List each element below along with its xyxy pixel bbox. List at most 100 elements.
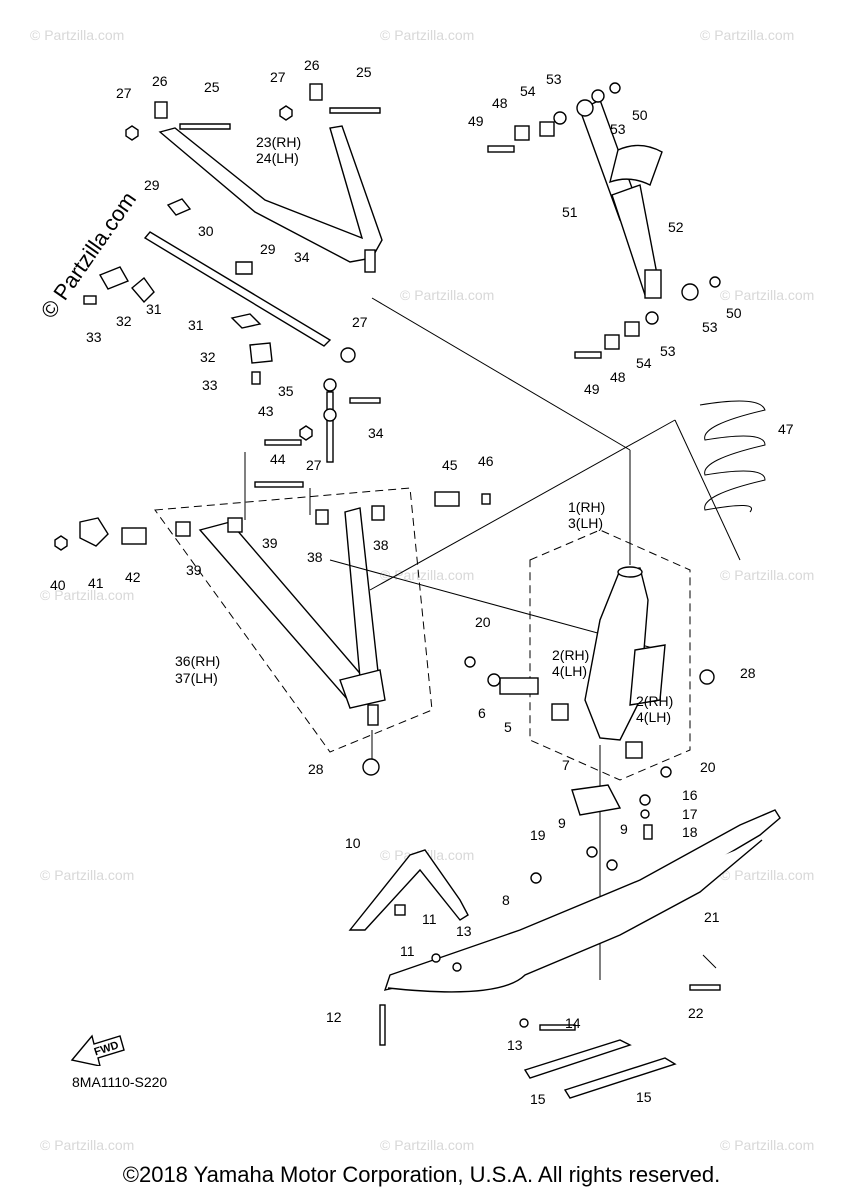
callout-2: 2(RH) [636, 693, 673, 709]
callout-38: 38 [307, 549, 323, 565]
callout-7: 7 [562, 757, 570, 773]
callout-47: 47 [778, 421, 794, 437]
callout-31: 31 [146, 301, 162, 317]
callout-40: 40 [50, 577, 66, 593]
callout-54: 54 [520, 83, 536, 99]
callout-26: 26 [152, 73, 168, 89]
callout-49: 49 [584, 381, 600, 397]
callout-1: 1(RH) [568, 499, 605, 515]
callout-29: 29 [144, 177, 160, 193]
callout-11: 11 [400, 943, 415, 959]
callout-48: 48 [610, 369, 626, 385]
callout-27: 27 [116, 85, 132, 101]
callout-labels: 1(RH) 3(LH) 2(RH) 4(LH) 2(RH) 4(LH) 5 6 … [50, 57, 794, 1107]
callout-53: 53 [660, 343, 676, 359]
shock-absorber [487, 82, 721, 359]
callout-51: 51 [562, 204, 578, 220]
callout-54: 54 [636, 355, 652, 371]
callout-29: 29 [260, 241, 276, 257]
watermark: © Partzilla.com [720, 867, 814, 883]
callout-43: 43 [258, 403, 274, 419]
callout-13: 13 [507, 1037, 523, 1053]
callout-49: 49 [468, 113, 484, 129]
callout-31: 31 [188, 317, 204, 333]
callout-27: 27 [352, 314, 368, 330]
watermark: © Partzilla.com [380, 567, 474, 583]
callout-48: 48 [492, 95, 508, 111]
watermark: © Partzilla.com [720, 1137, 814, 1153]
callout-24: 24(LH) [256, 150, 299, 166]
callout-34: 34 [368, 425, 384, 441]
callout-22: 22 [688, 1005, 704, 1021]
coil-spring [699, 400, 766, 513]
watermark: © Partzilla.com [720, 567, 814, 583]
callout-36: 36(RH) [175, 653, 220, 669]
callout-44: 44 [270, 451, 286, 467]
callout-20: 20 [700, 759, 716, 775]
watermark: © Partzilla.com [700, 27, 794, 43]
callout-32: 32 [116, 313, 132, 329]
callout-46: 46 [478, 453, 494, 469]
watermark: © Partzilla.com [40, 587, 134, 603]
callout-20: 20 [475, 614, 491, 630]
callout-25: 25 [356, 64, 372, 80]
callout-28: 28 [740, 665, 756, 681]
callout-39: 39 [186, 562, 202, 578]
callout-23: 23(RH) [256, 134, 301, 150]
stabilizer-bar [83, 198, 356, 385]
copyright-notice: ©2018 Yamaha Motor Corporation, U.S.A. A… [122, 1162, 721, 1187]
watermark: © Partzilla.com [40, 1137, 134, 1153]
watermark: © Partzilla.com [400, 287, 494, 303]
callout-28: 28 [308, 761, 324, 777]
callout-53: 53 [546, 71, 562, 87]
callout-33: 33 [86, 329, 102, 345]
callout-50: 50 [726, 305, 742, 321]
callout-34: 34 [294, 249, 310, 265]
callout-18: 18 [682, 824, 698, 840]
callout-16: 16 [682, 787, 698, 803]
ski-spindle [362, 566, 715, 778]
callout-9: 9 [558, 815, 566, 831]
callout-15: 15 [530, 1091, 546, 1107]
figure-code: 8MA1110-S220 [72, 1074, 168, 1090]
ski [348, 784, 781, 1099]
watermark: © Partzilla.com [720, 287, 814, 303]
callout-26: 26 [304, 57, 320, 73]
callout-37: 37(LH) [175, 670, 218, 686]
callout-12: 12 [326, 1009, 342, 1025]
callout-30: 30 [198, 223, 214, 239]
callout-14: 14 [565, 1015, 581, 1031]
callout-35: 35 [278, 383, 294, 399]
callout-32: 32 [200, 349, 216, 365]
fwd-arrow-icon: FWD [70, 1030, 126, 1071]
lower-a-arm [54, 378, 491, 726]
callout-25: 25 [204, 79, 220, 95]
callout-15: 15 [636, 1089, 652, 1105]
callout-42: 42 [125, 569, 141, 585]
callout-11: 11 [422, 911, 437, 927]
callout-27: 27 [270, 69, 286, 85]
callout-19: 19 [530, 827, 546, 843]
callout-53: 53 [610, 121, 626, 137]
callout-6: 6 [478, 705, 486, 721]
callout-45: 45 [442, 457, 458, 473]
watermark: © Partzilla.com [30, 27, 124, 43]
callout-17: 17 [682, 806, 698, 822]
callout-53: 53 [702, 319, 718, 335]
callout-5: 5 [504, 719, 512, 735]
callout-13: 13 [456, 923, 472, 939]
callout-4: 4(LH) [552, 663, 587, 679]
watermark: © Partzilla.com [380, 1137, 474, 1153]
watermark: © Partzilla.com [380, 27, 474, 43]
callout-21: 21 [704, 909, 720, 925]
callout-33: 33 [202, 377, 218, 393]
watermark: © Partzilla.com [40, 867, 134, 883]
callout-2: 2(RH) [552, 647, 589, 663]
callout-9: 9 [620, 821, 628, 837]
callout-41: 41 [88, 575, 104, 591]
callout-38: 38 [373, 537, 389, 553]
callout-50: 50 [632, 107, 648, 123]
upper-a-arm [125, 83, 383, 273]
callout-52: 52 [668, 219, 684, 235]
